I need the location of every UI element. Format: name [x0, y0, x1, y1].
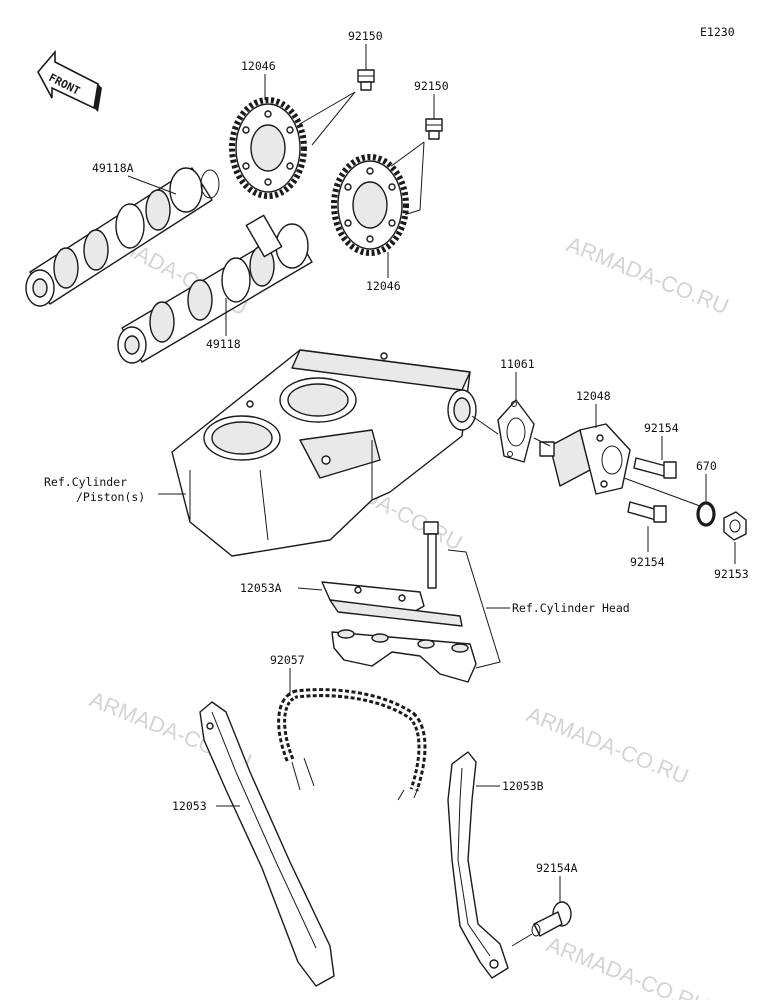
- tensioner-12048: [539, 423, 631, 495]
- washer-670: [696, 501, 716, 527]
- guide-12053B: [447, 751, 509, 979]
- label-49118: 49118: [206, 337, 241, 351]
- watermark-6: ARMADA-CO.RU: [543, 931, 712, 1000]
- label-92057: 92057: [270, 653, 305, 667]
- label-49118A: 49118A: [92, 161, 134, 175]
- guide-12053: [199, 701, 335, 987]
- bolt-92154-upper: [633, 457, 677, 479]
- ref-cylinder-label-1: Ref.Cylinder: [44, 475, 127, 489]
- cam-chain-92057: [277, 688, 427, 801]
- camshaft-49118: [117, 214, 313, 364]
- pivot-bolt-92154A: [531, 901, 572, 937]
- cylinder-block: [171, 349, 477, 557]
- label-12046-upper: 12046: [241, 59, 276, 73]
- guide-lower-bracket: [331, 629, 477, 683]
- label-92153: 92153: [714, 567, 749, 581]
- label-12053B: 12053B: [502, 779, 544, 793]
- camshaft-49118A: [25, 167, 220, 307]
- ref-cylinder-head-label: Ref.Cylinder Head: [512, 601, 630, 615]
- bolt-92154-lower: [627, 501, 667, 523]
- guide-12053A: [321, 581, 463, 627]
- diagram-code: E1230: [700, 25, 735, 39]
- sprocket-lower: [331, 154, 409, 256]
- label-12053: 12053: [172, 799, 207, 813]
- watermark-2: ARMADA-CO.RU: [563, 231, 732, 319]
- label-11061: 11061: [500, 357, 535, 371]
- cylinder-head-bolt: [423, 521, 439, 589]
- label-12048: 12048: [576, 389, 611, 403]
- label-12046-lower: 12046: [366, 279, 401, 293]
- sprocket-upper: [229, 97, 307, 199]
- label-92154-lower: 92154: [630, 555, 665, 569]
- label-92150-left: 92150: [348, 29, 383, 43]
- label-670: 670: [696, 459, 717, 473]
- watermark-5: ARMADA-CO.RU: [523, 701, 692, 789]
- bolt-92150-left: [357, 69, 375, 91]
- label-92154A: 92154A: [536, 861, 578, 875]
- gasket-11061: [497, 399, 535, 463]
- label-92150-right: 92150: [414, 79, 449, 93]
- ref-cylinder-label-2: /Piston(s): [76, 490, 145, 504]
- label-92154-upper: 92154: [644, 421, 679, 435]
- label-12053A: 12053A: [240, 581, 282, 595]
- cap-bolt-92153: [723, 511, 747, 541]
- front-arrow-icon: FRONT: [37, 49, 102, 112]
- bolt-92150-right: [425, 118, 443, 140]
